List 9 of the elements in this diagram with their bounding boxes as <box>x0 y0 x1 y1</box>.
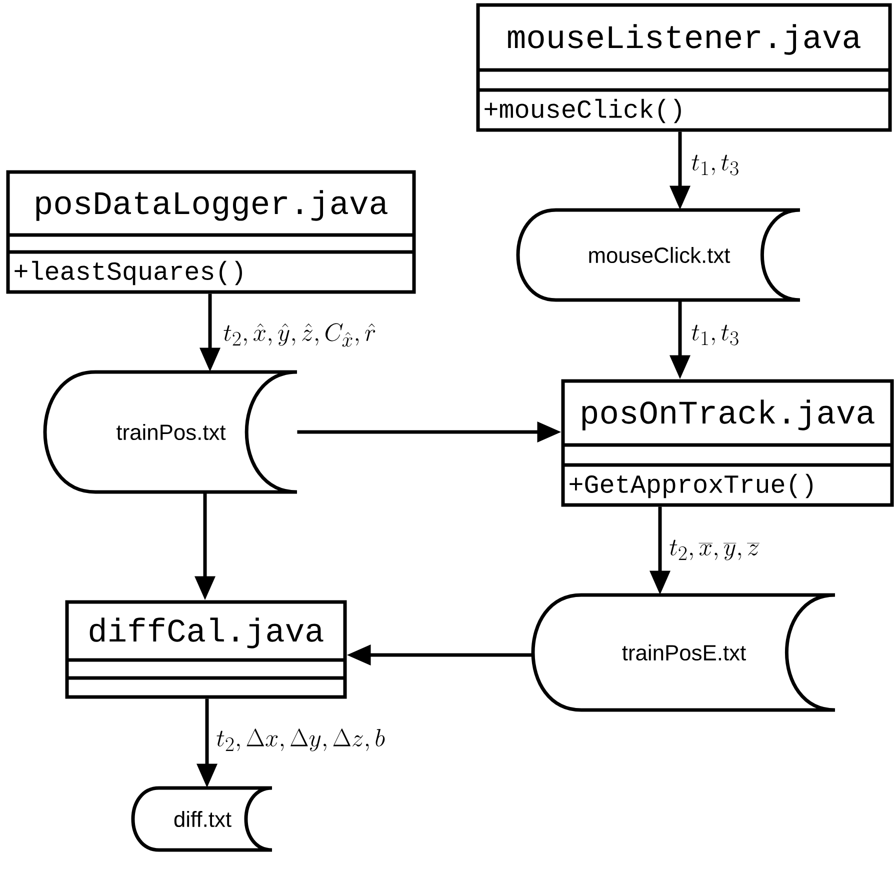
class-box: diffCal.java <box>65 600 347 699</box>
edge-label: $t_1,t_3$ <box>690 324 741 346</box>
edge-label: $t_2,\Delta x,\Delta y,\Delta z,b$ <box>215 728 386 752</box>
edge-label: $t_2,\overline{x},\overline{y},\overline{z}$ <box>668 538 760 562</box>
edge-label: $t_1,t_3$ <box>690 154 741 176</box>
edge-label: $t_2,\hat{x},\hat{y},\hat{z},C_{\hat{x}},\hat{r}$ <box>222 322 378 348</box>
class-box: posDataLogger.java +leastSquares() <box>6 170 416 294</box>
class-box: mouseListener.java +mouseClick() <box>476 3 892 132</box>
class-box: posOnTrack.java +GetApproxTrue() <box>561 379 894 507</box>
